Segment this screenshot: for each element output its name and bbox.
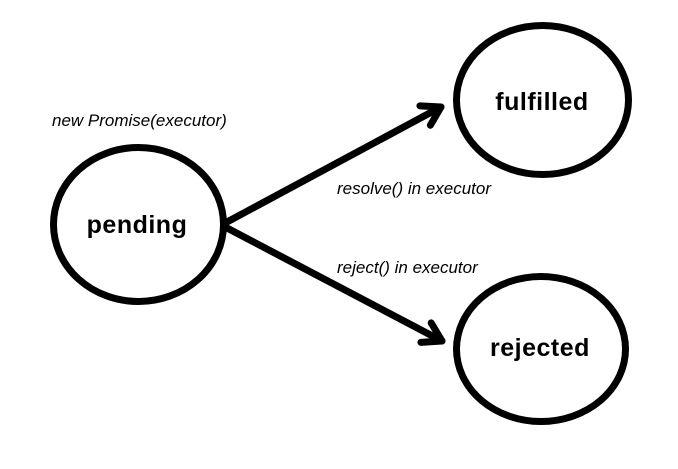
state-node-fulfilled [453, 22, 632, 178]
reject-arrow-label: reject() in executor [337, 258, 479, 277]
resolve-arrow-label: resolve() in executor [337, 179, 492, 198]
fulfilled-label: fulfilled [495, 88, 588, 116]
constructor-label: new Promise(executor) [52, 111, 227, 130]
state-node-pending [50, 144, 227, 305]
reject-arrow [223, 224, 446, 346]
rejected-label: rejected [490, 334, 590, 362]
resolve-arrow [223, 102, 445, 226]
pending-label: pending [87, 211, 188, 239]
state-node-rejected [453, 273, 629, 425]
